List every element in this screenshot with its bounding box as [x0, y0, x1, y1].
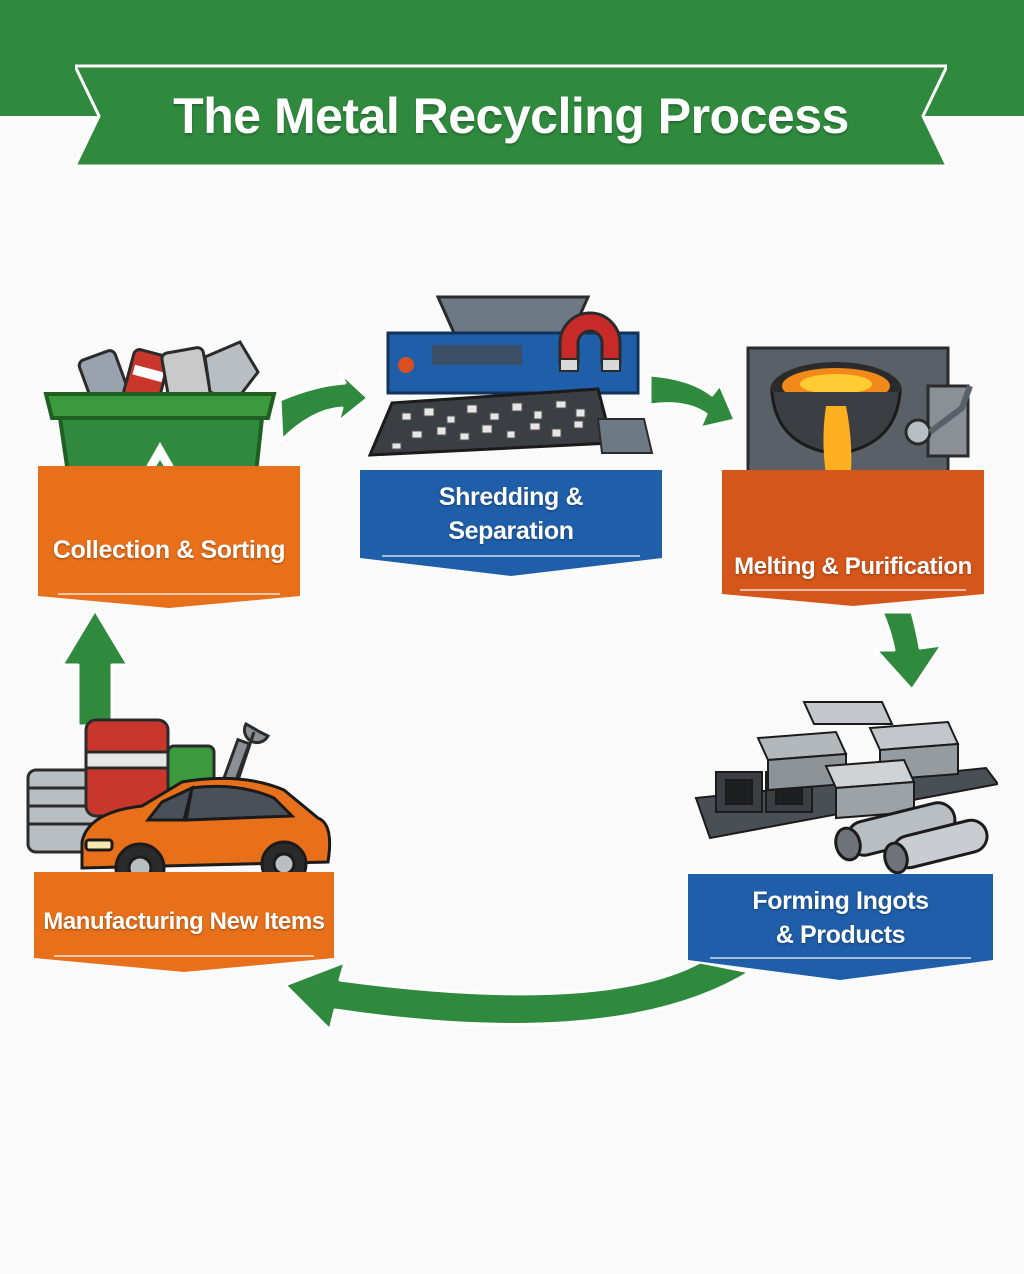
step-forming-label-line2: & Products — [775, 921, 906, 949]
step-manufacturing: Manufacturing New Items — [34, 872, 334, 974]
shredding-illustration — [362, 293, 662, 475]
step-shredding-label-line2: Separation — [448, 517, 574, 545]
arrow-forming-to-manufacturing — [283, 960, 752, 1032]
car-cans-wrench-icon — [26, 718, 332, 894]
page-title: The Metal Recycling Process — [173, 88, 849, 144]
step-melting: Melting & Purification — [722, 470, 984, 608]
step-collection-label: Collection & Sorting — [52, 536, 286, 565]
step-shredding-label-line1: Shredding & — [438, 483, 584, 512]
arrow-collection-to-shredding — [278, 370, 370, 442]
title-banner: The Metal Recycling Process — [75, 64, 947, 168]
arrow-melting-to-forming — [874, 610, 944, 692]
step-manufacturing-label: Manufacturing New Items — [43, 907, 325, 935]
forming-illustration — [686, 688, 1000, 875]
step-shredding: Shredding & Separation — [360, 470, 662, 578]
ingots-pipes-icon — [694, 701, 1000, 875]
step-collection: Collection & Sorting — [38, 466, 300, 610]
shredder-magnet-icon — [367, 295, 654, 457]
step-forming-label: Forming Ingots & Products — [688, 878, 993, 960]
step-forming-label-line1: Forming Ingots — [752, 887, 929, 916]
arrow-shredding-to-melting — [648, 373, 737, 430]
step-melting-label: Melting & Purification — [734, 552, 972, 580]
manufacturing-illustration — [22, 712, 338, 898]
arrow-manufacturing-to-collection — [60, 608, 130, 728]
step-shredding-label: Shredding & Separation — [360, 474, 662, 556]
step-forming: Forming Ingots & Products — [688, 874, 993, 982]
